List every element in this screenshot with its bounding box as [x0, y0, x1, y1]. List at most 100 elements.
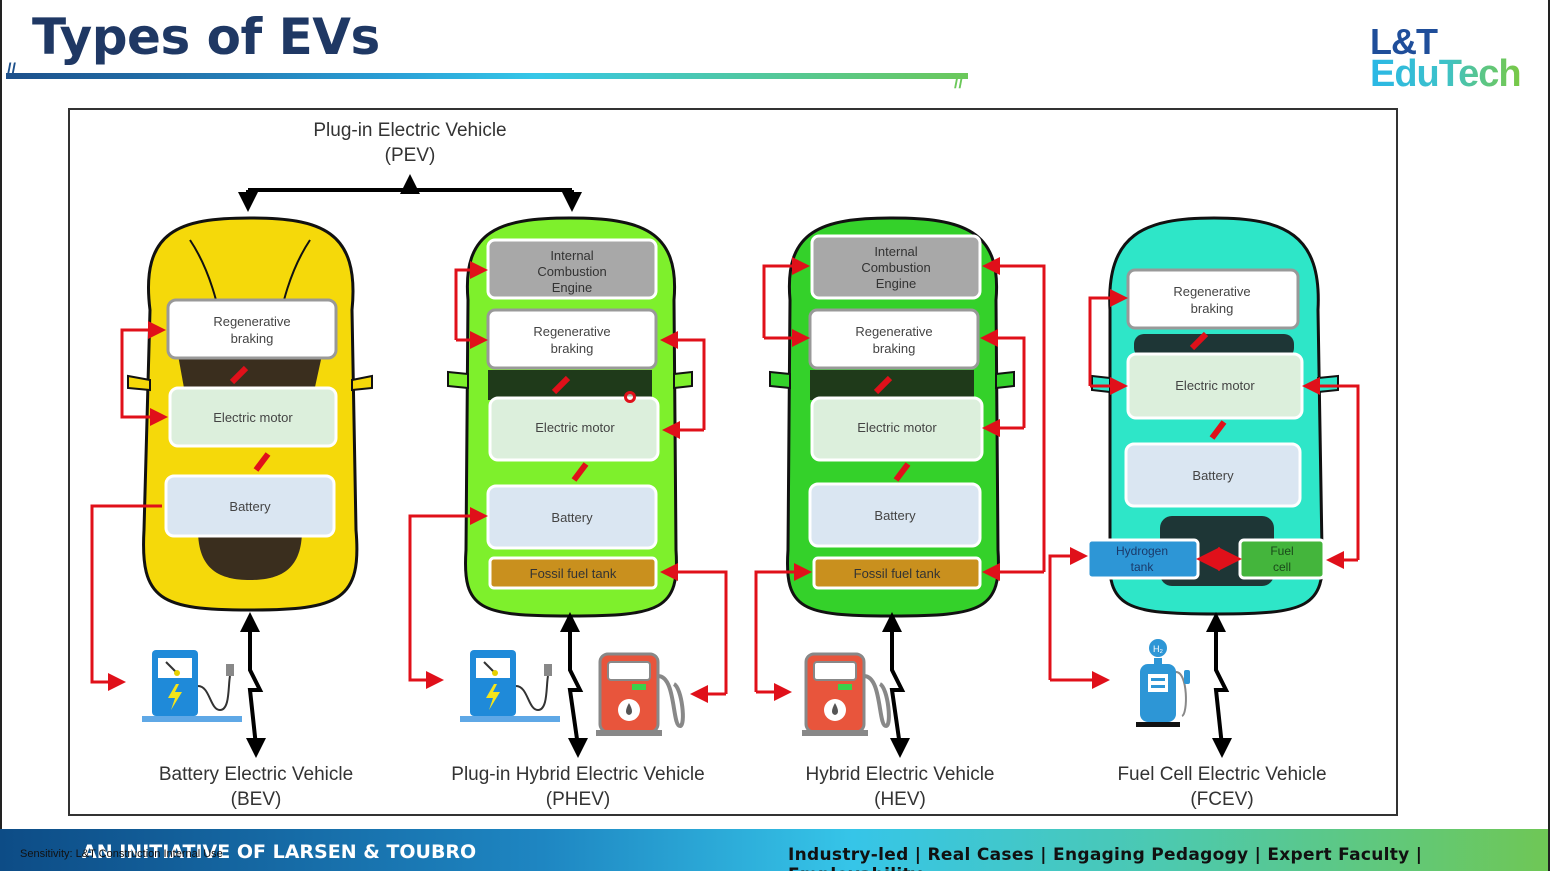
hev-fuel-pump-icon — [802, 652, 891, 736]
hev-battery-label: Battery — [874, 508, 916, 523]
phev-regen-box — [486, 308, 658, 370]
fcev-mirror-left — [1091, 374, 1111, 394]
bev-motor-box — [168, 386, 338, 448]
phev-regen-label-2: braking — [551, 341, 594, 356]
phev-name: Plug-in Hybrid Electric Vehicle — [451, 764, 704, 785]
lt-edutech-logo: L&T EduTech — [1370, 21, 1522, 95]
slide-title: Types of EVs — [32, 8, 380, 66]
hev-mirror-left — [769, 370, 791, 390]
title-bar-tick-left: // — [7, 61, 16, 78]
hev-red-connectors — [754, 257, 1046, 701]
phev-ev-charger-icon — [460, 650, 560, 722]
fcev-regen-label-1: Regenerative — [1173, 284, 1250, 299]
fcev-windshield — [1134, 334, 1294, 358]
fcev-battery-label: Battery — [1192, 468, 1234, 483]
phev-ice-label-1: Internal — [550, 248, 593, 263]
hev-ice-label-1: Internal — [874, 244, 917, 259]
bev-motor-label: Electric motor — [213, 410, 293, 425]
hev-power-arrow — [882, 612, 910, 758]
bev-mirror-right — [351, 374, 373, 392]
hev-motor-label: Electric motor — [857, 420, 937, 435]
hev-fuel-tank-label: Fossil fuel tank — [854, 566, 941, 581]
fcev-motor-label: Electric motor — [1175, 378, 1255, 393]
fcev-mirror-right — [1317, 374, 1339, 394]
fcev-power-arrow — [1206, 612, 1232, 758]
bev-battery-label: Battery — [229, 499, 271, 514]
pev-label-line2: (PEV) — [385, 145, 436, 166]
hev-ice-box — [810, 234, 982, 300]
fcev-hydrogen-pump-icon: H₂ — [1136, 637, 1190, 727]
bev-name: Battery Electric Vehicle — [159, 764, 353, 785]
footer-tagline: Industry-led | Real Cases | Engaging Ped… — [788, 845, 1423, 871]
logo-edutech-text: EduTech — [1370, 53, 1522, 95]
h2-badge-text: H₂ — [1153, 644, 1163, 654]
hev-ice-label-3: Engine — [876, 276, 916, 291]
hev-ice-label-2: Combustion — [861, 260, 930, 275]
footer-initiative-text: AN INITIATIVE OF LARSEN & TOUBRO — [82, 841, 477, 863]
hev-regen-motor-arrow — [873, 375, 893, 395]
phev-abbr: (PHEV) — [546, 789, 610, 810]
fcev-regen-box — [1126, 268, 1300, 330]
fcev-regen-motor-arrow — [1189, 331, 1209, 351]
sensitivity-label: Sensitivity: L&T Construction Internal U… — [20, 848, 223, 860]
bev-mirror-left — [127, 374, 151, 392]
hev-mirror-right — [995, 370, 1015, 390]
bev-power-arrow — [240, 612, 266, 758]
fcev-hydrogen-label-1: Hydrogen — [1116, 544, 1168, 558]
bev-rear-window — [198, 530, 302, 580]
phev-ice-box — [486, 238, 658, 300]
phev-battery-box — [486, 484, 658, 550]
title-underline-bar — [6, 73, 968, 79]
hev-windshield — [810, 370, 974, 400]
bev-regen-motor-arrow — [229, 365, 249, 385]
hev-regen-label-2: braking — [873, 341, 916, 356]
phev-mirror-right — [673, 370, 693, 390]
pev-label-line1: Plug-in Electric Vehicle — [313, 120, 506, 141]
phev-fuel-tank-box — [488, 556, 658, 590]
hev-car: Internal Combustion Engine Regenerative … — [769, 216, 1015, 618]
fcev-red-connectors — [1048, 289, 1360, 689]
bev-regen-label-1: Regenerative — [213, 314, 290, 329]
fcev-hydrogen-label-2: tank — [1131, 560, 1155, 574]
fcev-fuel-cell-label-1: Fuel — [1270, 544, 1293, 558]
phev-motor-label: Electric motor — [535, 420, 615, 435]
hev-abbr: (HEV) — [874, 789, 926, 810]
phev-motor-battery-arrow — [571, 462, 589, 482]
phev-mirror-left — [447, 370, 469, 390]
bev-red-connectors — [90, 321, 168, 691]
diagram-canvas: Plug-in Electric Vehicle (PEV) Regenerat… — [90, 120, 1360, 810]
hev-name: Hybrid Electric Vehicle — [805, 764, 994, 785]
phev-regen-label-1: Regenerative — [533, 324, 610, 339]
phev-car: Internal Combustion Engine Regenerative … — [447, 216, 693, 618]
phev-power-arrow — [560, 612, 588, 758]
window-edge-right — [1548, 0, 1550, 871]
footer-banner: AN INITIATIVE OF LARSEN & TOUBRO Sensiti… — [0, 829, 1550, 871]
mouse-pointer-indicator — [624, 391, 636, 403]
bev-ev-charger-icon — [142, 650, 242, 722]
phev-fuel-pump-icon — [596, 652, 685, 736]
logo-lt-text: L&T — [1370, 21, 1438, 62]
bev-car: Regenerative braking Electric motor Batt… — [127, 216, 373, 612]
fcev-battery-box — [1124, 442, 1302, 508]
bev-battery-box — [164, 474, 336, 538]
fcev-name: Fuel Cell Electric Vehicle — [1117, 764, 1326, 785]
bev-regen-label-2: braking — [231, 331, 274, 346]
phev-battery-label: Battery — [551, 510, 593, 525]
phev-motor-box — [488, 396, 660, 462]
phev-regen-motor-arrow — [551, 375, 571, 395]
phev-ice-label-3: Engine — [552, 280, 592, 295]
phev-fuel-tank-label: Fossil fuel tank — [530, 566, 617, 581]
phev-red-connectors — [408, 261, 728, 703]
bev-regen-box — [166, 298, 338, 360]
hev-fuel-tank-box — [812, 556, 982, 590]
pev-connector — [238, 174, 582, 212]
hev-regen-box — [808, 308, 980, 370]
ev-types-diagram: Plug-in Electric Vehicle (PEV) Regenerat… — [68, 108, 1398, 816]
fcev-regen-label-2: braking — [1191, 301, 1234, 316]
hev-motor-battery-arrow — [893, 462, 911, 482]
hev-regen-label-1: Regenerative — [855, 324, 932, 339]
fcev-motor-battery-arrow — [1209, 420, 1227, 440]
hev-battery-box — [808, 482, 982, 548]
fcev-fuel-cell-label-2: cell — [1273, 560, 1291, 574]
bev-motor-battery-arrow — [253, 452, 271, 472]
